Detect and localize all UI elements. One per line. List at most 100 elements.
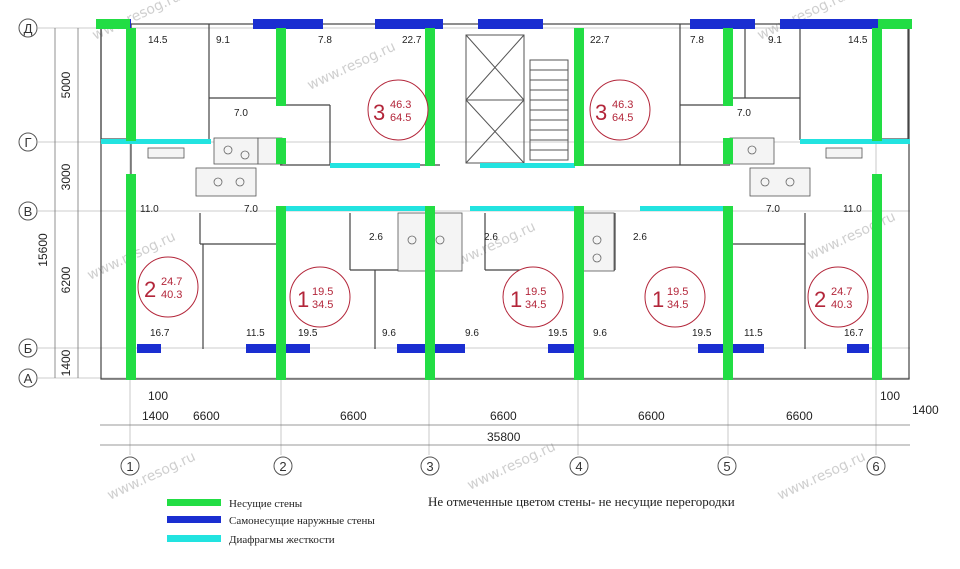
apartment-living-area: 19.5 <box>525 286 546 298</box>
room-area: 7.8 <box>690 35 704 46</box>
apartment-total-area: 40.3 <box>831 299 852 311</box>
room-areas-bottom: 16.7 11.5 19.5 9.6 9.6 19.5 9.6 19.5 11.… <box>150 328 864 339</box>
dim-label: 15600 <box>36 233 50 267</box>
apartment-living-area: 19.5 <box>312 286 333 298</box>
watermark: www.resog.ru <box>805 209 898 264</box>
room-area: 9.1 <box>216 35 230 46</box>
dim-label: 6600 <box>193 409 220 423</box>
dim-label: 100 <box>148 389 168 403</box>
apartment-living-area: 19.5 <box>667 286 688 298</box>
dim-label: 6600 <box>786 409 813 423</box>
apartment-total-area: 34.5 <box>525 299 546 311</box>
room-area: 11.0 <box>843 204 862 215</box>
room-area: 11.0 <box>140 204 159 215</box>
room-area: 11.5 <box>744 328 763 339</box>
watermark: www.resog.ru <box>105 449 198 504</box>
legend-swatch-bearing <box>167 499 221 506</box>
axis-number: 4 <box>575 459 582 474</box>
room-area: 7.8 <box>318 35 332 46</box>
room-area: 19.5 <box>548 328 568 339</box>
apartment-rooms: 2 <box>814 287 826 312</box>
room-area: 9.6 <box>593 328 607 339</box>
dim-total: 35800 <box>487 430 521 444</box>
apartment-total-area: 64.5 <box>390 112 411 124</box>
dim-label: 1400 <box>142 409 169 423</box>
apartment-rooms: 1 <box>297 287 309 312</box>
axis-letter: Б <box>24 341 33 356</box>
apartment-rooms: 1 <box>652 287 664 312</box>
apartment-living-area: 24.7 <box>161 276 182 288</box>
dim-label: 100 <box>880 389 900 403</box>
room-area: 19.5 <box>298 328 318 339</box>
legend-label: Самонесущие наружные стены <box>229 515 375 527</box>
axis-number: 5 <box>723 459 730 474</box>
room-area: 2.6 <box>369 232 383 243</box>
room-areas-mid: 11.0 7.0 2.6 2.6 2.6 7.0 11.0 <box>140 204 862 243</box>
room-areas-upper-mid: 7.0 7.0 <box>234 108 751 119</box>
room-area: 14.5 <box>148 35 168 46</box>
legend: Несущие стены Самонесущие наружные стены… <box>167 498 375 546</box>
axis-letter: Г <box>24 135 31 150</box>
room-area: 19.5 <box>692 328 712 339</box>
apartment-rooms: 3 <box>373 100 385 125</box>
dim-label: 6200 <box>59 266 73 293</box>
legend-label: Несущие стены <box>229 498 303 510</box>
watermark-group: www.resog.ru www.resog.ru www.resog.ru w… <box>85 0 898 504</box>
room-area: 9.6 <box>465 328 479 339</box>
apartment-labels: 3 46.3 64.5 3 46.3 64.5 2 24.7 40.3 1 19… <box>144 99 852 312</box>
plumbing-fixtures <box>213 145 795 263</box>
dim-label: 6600 <box>638 409 665 423</box>
bearing-walls <box>96 19 912 380</box>
apartment-rooms: 3 <box>595 100 607 125</box>
room-area: 14.5 <box>848 35 868 46</box>
dim-label: 5000 <box>59 71 73 98</box>
room-area: 11.5 <box>246 328 265 339</box>
room-area: 7.0 <box>234 108 248 119</box>
apartment-rooms: 1 <box>510 287 522 312</box>
apartment-living-area: 24.7 <box>831 286 852 298</box>
apartment-total-area: 40.3 <box>161 289 182 301</box>
bottom-dimensions: 100 100 1400 1400 6600 6600 6600 6600 66… <box>100 389 939 446</box>
apartment-total-area: 34.5 <box>312 299 333 311</box>
apartment-total-area: 34.5 <box>667 299 688 311</box>
watermark: www.resog.ru <box>465 439 558 494</box>
legend-swatch-self-bearing <box>167 516 221 523</box>
axis-number: 3 <box>426 459 433 474</box>
legend-swatch-diaphragm <box>167 535 221 542</box>
axis-number: 1 <box>126 459 133 474</box>
note-text: Не отмеченные цветом стены- не несущие п… <box>428 494 735 509</box>
room-area: 7.0 <box>766 204 780 215</box>
room-area: 22.7 <box>402 35 422 46</box>
axis-number: 6 <box>872 459 879 474</box>
room-area: 9.6 <box>382 328 396 339</box>
watermark: www.resog.ru <box>775 449 868 504</box>
room-area: 7.0 <box>244 204 258 215</box>
room-area: 2.6 <box>633 232 647 243</box>
letter-axes: Д Г В Б А <box>18 18 38 388</box>
dim-label: 1400 <box>59 349 73 376</box>
apartment-living-area: 46.3 <box>390 99 411 111</box>
axis-letter: В <box>24 204 33 219</box>
partitions <box>100 23 910 380</box>
number-axes: 1 2 3 4 5 6 <box>120 456 886 476</box>
room-area: 2.6 <box>484 232 498 243</box>
dim-label: 3000 <box>59 163 73 190</box>
apartment-rooms: 2 <box>144 277 156 302</box>
dim-label: 1400 <box>912 403 939 417</box>
stairwell <box>465 34 569 164</box>
apartment-circles <box>137 79 869 328</box>
room-area: 16.7 <box>150 328 170 339</box>
legend-label: Диафрагмы жесткости <box>229 534 335 546</box>
axis-letter: А <box>24 371 33 386</box>
apartment-total-area: 64.5 <box>612 112 633 124</box>
axis-number: 2 <box>279 459 286 474</box>
dim-label: 6600 <box>340 409 367 423</box>
diaphragms <box>101 139 910 211</box>
room-area: 7.0 <box>737 108 751 119</box>
dim-label: 6600 <box>490 409 517 423</box>
vertical-dimensions: 5000 3000 15600 6200 1400 <box>36 28 79 378</box>
room-area: 9.1 <box>768 35 782 46</box>
room-areas-top: 14.5 9.1 7.8 22.7 22.7 7.8 9.1 14.5 <box>148 35 868 46</box>
room-area: 22.7 <box>590 35 610 46</box>
